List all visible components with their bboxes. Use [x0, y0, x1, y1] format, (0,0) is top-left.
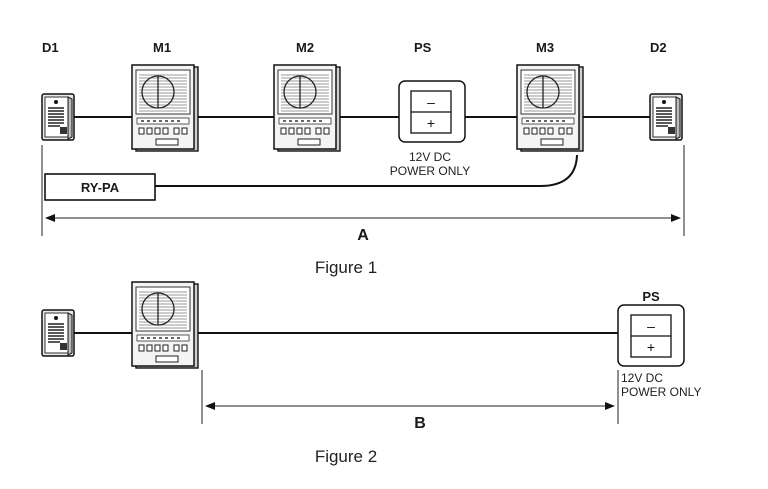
ps-minus: – — [427, 94, 435, 110]
rypa-box — [44, 173, 156, 201]
label-m2: M2 — [296, 40, 314, 55]
ps-note-line1: 12V DC — [409, 150, 451, 164]
dim-a-label: A — [357, 227, 369, 244]
label-m3: M3 — [536, 40, 554, 55]
figure-1: D1 M1 M2 PS M3 D2 – + 12V DC POWER ONLY … — [41, 40, 685, 277]
label-d1: D1 — [42, 40, 59, 55]
label-m1: M1 — [153, 40, 171, 55]
label-ps: PS — [414, 40, 432, 55]
figure-2-caption: Figure 2 — [315, 447, 377, 466]
master-station-m2-icon — [273, 64, 341, 152]
master-station-m1-icon — [131, 64, 199, 152]
ps-note-line2: POWER ONLY — [390, 164, 470, 178]
master-station-icon — [131, 281, 199, 369]
ps2-note-line2: POWER ONLY — [621, 385, 701, 399]
door-station-icon — [41, 309, 75, 357]
figure-1-caption: Figure 1 — [315, 258, 377, 277]
ps2-note-line1: 12V DC — [621, 371, 663, 385]
rypa-label: RY-PA — [81, 180, 120, 195]
door-station-d1-icon — [41, 93, 75, 141]
door-station-d2-icon — [649, 93, 683, 141]
ps-plus: + — [427, 115, 435, 131]
fig2-label-ps: PS — [642, 289, 660, 304]
label-d2: D2 — [650, 40, 667, 55]
rypa-cable — [155, 154, 578, 187]
master-station-m3-icon — [516, 64, 584, 152]
figure-2: PS – + 12V DC POWER ONLY B Figure 2 — [41, 281, 701, 466]
power-supply-ps-2: – + — [617, 304, 685, 367]
ps2-minus: – — [647, 318, 655, 334]
power-supply-ps: – + — [398, 80, 466, 143]
ps2-plus: + — [647, 339, 655, 355]
dim-b-label: B — [414, 415, 426, 432]
